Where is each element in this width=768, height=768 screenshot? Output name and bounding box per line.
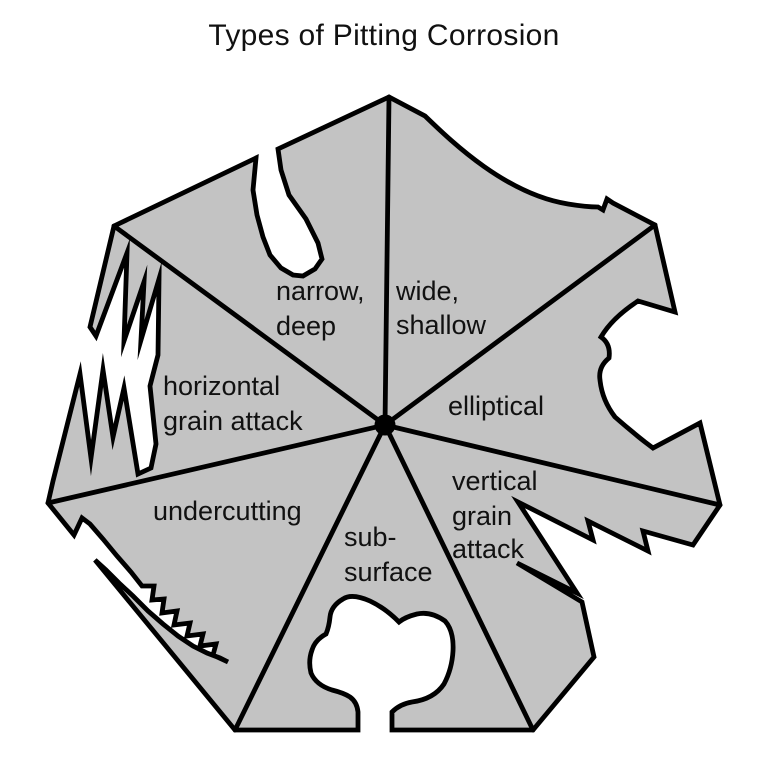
sector-label-sub-surface: sub- surface xyxy=(344,522,433,587)
sector-label-undercutting: undercutting xyxy=(153,496,302,526)
sector-divider-line xyxy=(45,422,388,506)
center-dot xyxy=(374,414,396,436)
sector-divider-line xyxy=(232,422,388,733)
sector-divider-line xyxy=(111,223,388,428)
sector-divider-line xyxy=(382,222,658,428)
sector-label-line: shallow xyxy=(396,310,487,340)
sector-label-line: grain attack xyxy=(163,406,303,436)
sector-label-horizontal-grain-attack: horizontal grain attack xyxy=(163,371,303,436)
sector-label-vertical-grain-attack: vertical grain attack xyxy=(452,466,538,564)
sector-label-line: elliptical xyxy=(448,391,544,421)
sector-label-line: narrow, xyxy=(276,276,365,306)
sector-label-line: horizontal xyxy=(163,371,280,401)
sector-divider-line xyxy=(382,422,536,733)
page-title: Types of Pitting Corrosion xyxy=(208,19,560,52)
sector-label-line: surface xyxy=(344,557,433,587)
sector-label-line: vertical xyxy=(452,466,538,496)
sector-label-line: attack xyxy=(452,534,525,564)
sector-label-line: wide, xyxy=(395,276,459,306)
sector-label-line: grain xyxy=(452,501,512,531)
sector-label-wide-shallow: wide, shallow xyxy=(395,276,487,340)
sector-label-line: sub- xyxy=(344,522,397,552)
sector-divider-line xyxy=(382,422,723,508)
sector-label-line: deep xyxy=(276,311,336,341)
sector-label-line: undercutting xyxy=(153,496,302,526)
sector-dividers xyxy=(45,94,723,733)
sector-divider-line xyxy=(382,94,392,428)
sector-label-narrow-deep: narrow, deep xyxy=(276,276,365,341)
sector-label-elliptical: elliptical xyxy=(448,391,544,421)
